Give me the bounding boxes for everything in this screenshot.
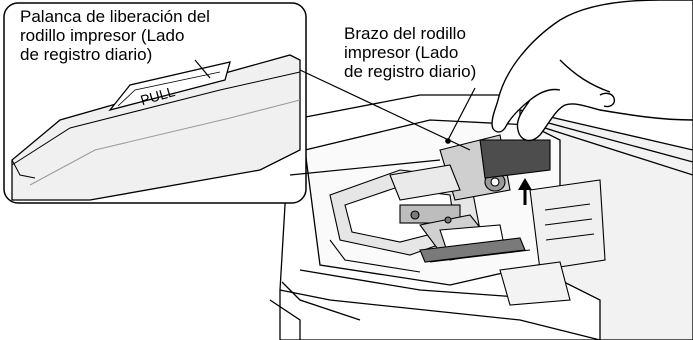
printer-mechanism (329, 134, 606, 306)
leader-lines (194, 59, 476, 176)
machine-body (269, 94, 693, 340)
hand-illustration (491, 0, 693, 142)
lever-callout-label: Palanca de liberación del rodillo impres… (20, 7, 210, 64)
lift-arrow-icon (518, 178, 532, 205)
arm-callout-label: Brazo del rodillo impresor (Lado de regi… (344, 24, 477, 81)
inset-detail: PULL (3, 2, 307, 204)
